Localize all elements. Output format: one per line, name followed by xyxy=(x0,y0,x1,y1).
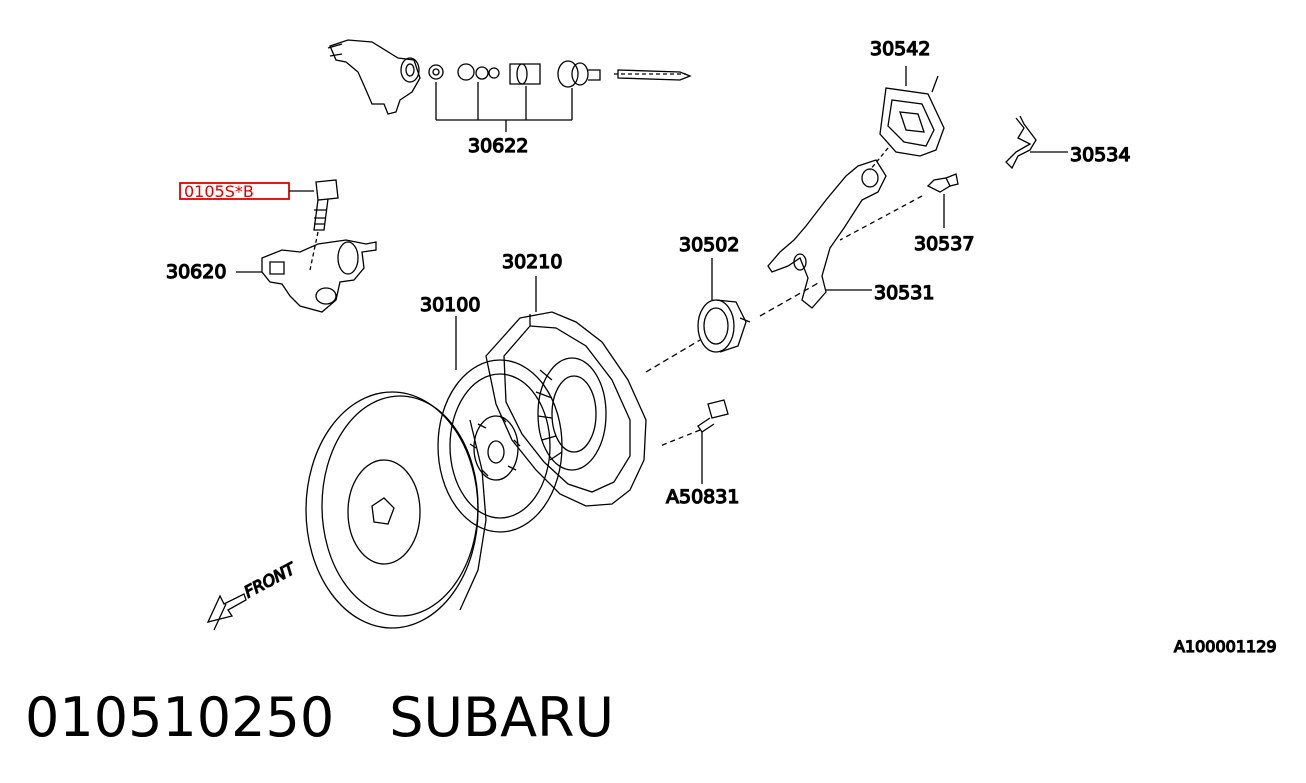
label-30531: 30531 xyxy=(874,282,934,304)
label-30210: 30210 xyxy=(502,251,562,273)
operating-cylinder-drawing xyxy=(261,239,377,313)
front-direction-label: FRONT xyxy=(241,559,299,602)
footer-bar: 010510250 SUBARU xyxy=(25,682,614,752)
boot-drawing xyxy=(879,66,945,157)
release-fork-drawing xyxy=(767,147,923,309)
label-a50831: A50831 xyxy=(666,486,739,508)
pressure-plate-drawing xyxy=(485,311,701,507)
label-30622: 30622 xyxy=(468,135,528,157)
brand-name: SUBARU xyxy=(389,685,615,749)
flywheel-drawing xyxy=(305,391,487,629)
label-30502: 30502 xyxy=(679,234,739,256)
pivot-drawing xyxy=(926,173,959,228)
master-cylinder-drawing xyxy=(327,39,692,132)
label-30620: 30620 xyxy=(166,261,226,283)
spring-drawing xyxy=(1005,115,1037,170)
highlighted-part-callout[interactable]: 0105S*B xyxy=(179,182,290,201)
clutch-bolt-drawing xyxy=(659,399,729,484)
bolt-drawing xyxy=(309,179,339,271)
front-arrow-icon xyxy=(206,593,247,631)
label-30100: 30100 xyxy=(420,294,480,316)
part-number: 010510250 xyxy=(25,685,335,749)
label-30542: 30542 xyxy=(870,38,930,60)
label-30534: 30534 xyxy=(1070,144,1130,166)
parts-diagram: 30622 0105S*B 30620 30542 30534 305 xyxy=(165,37,1277,656)
clutch-disc-drawing xyxy=(437,316,563,533)
highlighted-part-label[interactable]: 0105S*B xyxy=(184,182,254,201)
release-bearing-drawing xyxy=(697,258,821,353)
diagram-reference-code: A100001129 xyxy=(1174,637,1277,656)
label-30537: 30537 xyxy=(914,233,974,255)
